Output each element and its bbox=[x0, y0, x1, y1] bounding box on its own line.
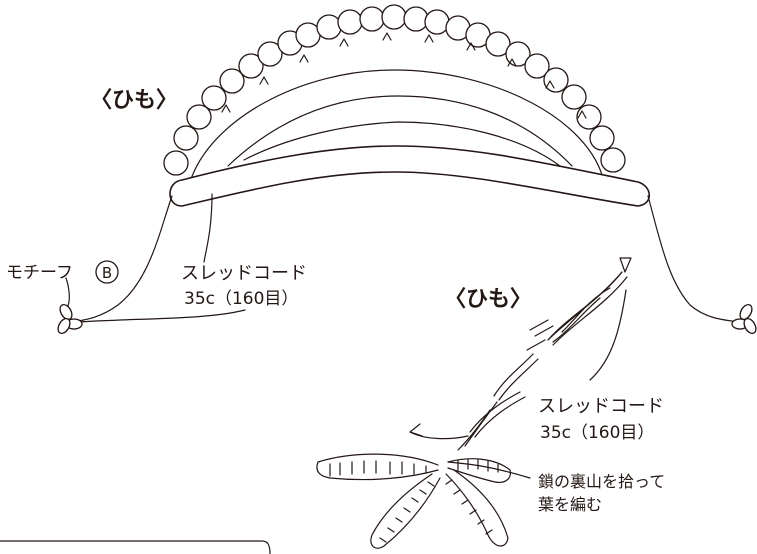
thread-cord-label: スレッドコード bbox=[181, 263, 307, 284]
thread-cord-count: 35c（160目） bbox=[184, 289, 298, 309]
leaf-lower-left bbox=[370, 473, 441, 549]
thick-band bbox=[169, 145, 651, 207]
motif-mark: B bbox=[102, 264, 112, 282]
leader-cord-2 bbox=[589, 289, 627, 381]
inner-arc-1 bbox=[227, 95, 573, 167]
cord-title-detail: 〈ひも〉 bbox=[444, 287, 532, 312]
thread-cord-count-detail: 35c（160目） bbox=[540, 423, 654, 443]
leader-leaf bbox=[447, 461, 531, 479]
motif-right bbox=[731, 303, 757, 335]
motif-label: モチーフ bbox=[6, 263, 73, 283]
leaf-note-line1: 鎖の裏山を拾って bbox=[538, 472, 665, 491]
leaf-lower-right bbox=[445, 469, 509, 547]
picot-edging bbox=[163, 4, 626, 176]
cord-detail bbox=[409, 257, 632, 451]
outer-arc bbox=[189, 69, 605, 183]
bottom-frame bbox=[0, 540, 271, 554]
cord-title-top: 〈ひも〉 bbox=[90, 88, 178, 113]
leader-left-2 bbox=[77, 309, 246, 323]
leader-left bbox=[203, 193, 213, 263]
leaf-note-line2: 葉を編む bbox=[538, 495, 602, 514]
thread-cord-label-detail: スレッドコード bbox=[538, 396, 664, 417]
motif-mark-circle bbox=[95, 260, 119, 284]
leaf-left bbox=[316, 453, 439, 481]
left-cord bbox=[71, 195, 173, 323]
motif-left bbox=[57, 303, 83, 335]
right-cord bbox=[647, 195, 741, 323]
inner-arc-2 bbox=[243, 121, 561, 167]
leader-motif bbox=[65, 277, 70, 307]
